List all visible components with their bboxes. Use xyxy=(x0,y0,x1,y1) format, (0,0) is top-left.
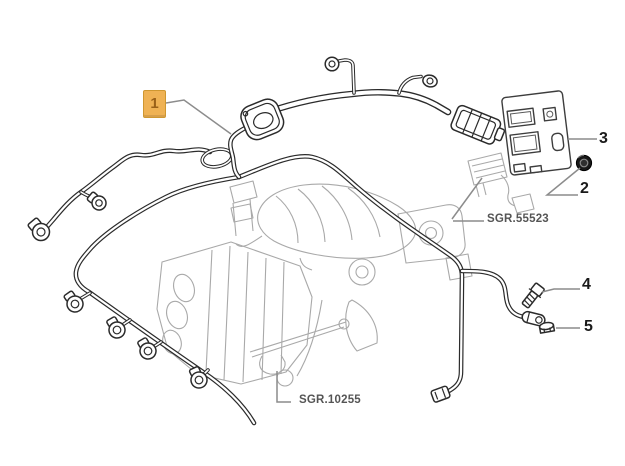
callout-1-badge[interactable]: 1 xyxy=(143,90,166,118)
connector-left-end xyxy=(27,217,51,242)
ecu-harness-connector xyxy=(450,104,506,145)
nut-2-drawing[interactable] xyxy=(575,154,593,172)
part-code-bracket[interactable]: SGR.55523 xyxy=(487,213,549,225)
part-code-engine-assembly[interactable]: SGR.10255 xyxy=(299,394,361,406)
connector-stub xyxy=(86,191,107,211)
callout-2[interactable]: 2 xyxy=(580,180,589,197)
callout-4[interactable]: 4 xyxy=(582,276,591,293)
callout-3[interactable]: 3 xyxy=(599,130,608,147)
callout-5[interactable]: 5 xyxy=(584,318,593,335)
grommet-drawing xyxy=(240,98,285,141)
connector-bottom xyxy=(430,385,451,403)
injector-connector-2 xyxy=(106,316,126,339)
engine-intake-manifold-drawing xyxy=(156,180,473,387)
wiring-harness-drawing[interactable] xyxy=(25,56,546,423)
bracket-drawing[interactable] xyxy=(467,152,535,214)
injector-connector-3 xyxy=(137,337,157,360)
nut-5-drawing[interactable] xyxy=(538,321,556,334)
injector-connector-4 xyxy=(188,366,208,389)
ecu-drawing[interactable] xyxy=(501,90,572,176)
connector-ring-b xyxy=(422,74,438,88)
bolt-4-drawing[interactable] xyxy=(519,281,546,310)
injector-connector-1 xyxy=(63,290,84,313)
connector-ring-a xyxy=(324,56,340,72)
eyelet-terminal xyxy=(521,310,546,327)
leader-lines xyxy=(165,99,597,403)
